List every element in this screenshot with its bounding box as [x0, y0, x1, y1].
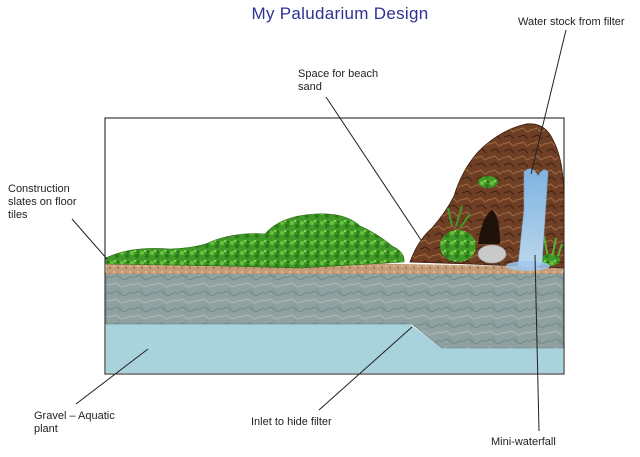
- callout-line-beach-sand: [325, 96, 422, 241]
- plant-fern-left: [447, 205, 471, 229]
- pebbles: [477, 244, 507, 264]
- label-inlet: Inlet to hide filter: [251, 416, 332, 428]
- moss-terrain: [105, 213, 405, 269]
- plant-clump-large: [440, 230, 476, 262]
- callout-line-water-stock: [530, 29, 567, 175]
- label-gravel: Gravel – Aquatic plant: [34, 410, 115, 435]
- callout-line-waterfall: [534, 254, 540, 432]
- label-mini-waterfall: Mini-waterfall: [491, 436, 556, 448]
- label-beach-sand: Space for beach sand: [298, 68, 379, 93]
- diagram-title: My Paludarium Design: [251, 4, 429, 23]
- rock-cave: [478, 210, 500, 244]
- callout-line-inlet: [318, 326, 413, 411]
- callout-line-gravel: [75, 348, 149, 405]
- waterfall-pool: [506, 261, 550, 271]
- plant-clump-top: [478, 176, 498, 188]
- water-layer: [106, 324, 563, 373]
- label-construction-slates: Construction slates on floor tiles: [8, 183, 77, 221]
- label-water-stock: Water stock from filter: [518, 16, 625, 28]
- callout-line-construction: [71, 218, 108, 260]
